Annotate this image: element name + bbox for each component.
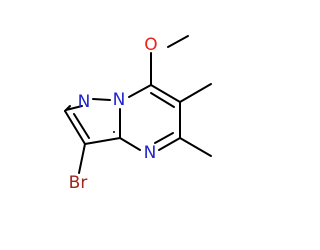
oxygen-atom-label: O — [144, 35, 157, 55]
bond-c5-n4-double — [158, 137, 181, 151]
bond-c7-c6 — [150, 84, 181, 103]
bond-n4-c3a — [119, 137, 141, 151]
bond-methyl-oxygen — [167, 35, 189, 48]
bond-lines — [64, 35, 212, 174]
nitrogen-atom-label-pyrimidine: N — [144, 143, 157, 163]
bond-n1-c2 — [64, 105, 71, 112]
bond-n1-c2-double — [65, 105, 83, 111]
bond-c5-methyl — [179, 137, 212, 157]
bond-c3-bromine — [78, 143, 86, 174]
bond-c7-c6-inner — [150, 92, 175, 108]
bond-c2-c3-inner — [73, 113, 90, 139]
bond-n7a-c7 — [128, 84, 152, 98]
bond-n7a-n1 — [92, 98, 111, 101]
bond-c6-methyl — [179, 83, 212, 103]
nitrogen-atom-label-pyrazole: N — [78, 92, 91, 112]
bond-c2-c3 — [64, 110, 86, 145]
nitrogen-atom-label-bridgehead: N — [113, 90, 126, 110]
bromine-atom-label: Br — [69, 173, 88, 193]
bond-c3-c3a — [84, 137, 121, 145]
bond-c5-n4-inner — [154, 132, 174, 144]
chemical-structure: O N N N Br — [64, 35, 212, 193]
